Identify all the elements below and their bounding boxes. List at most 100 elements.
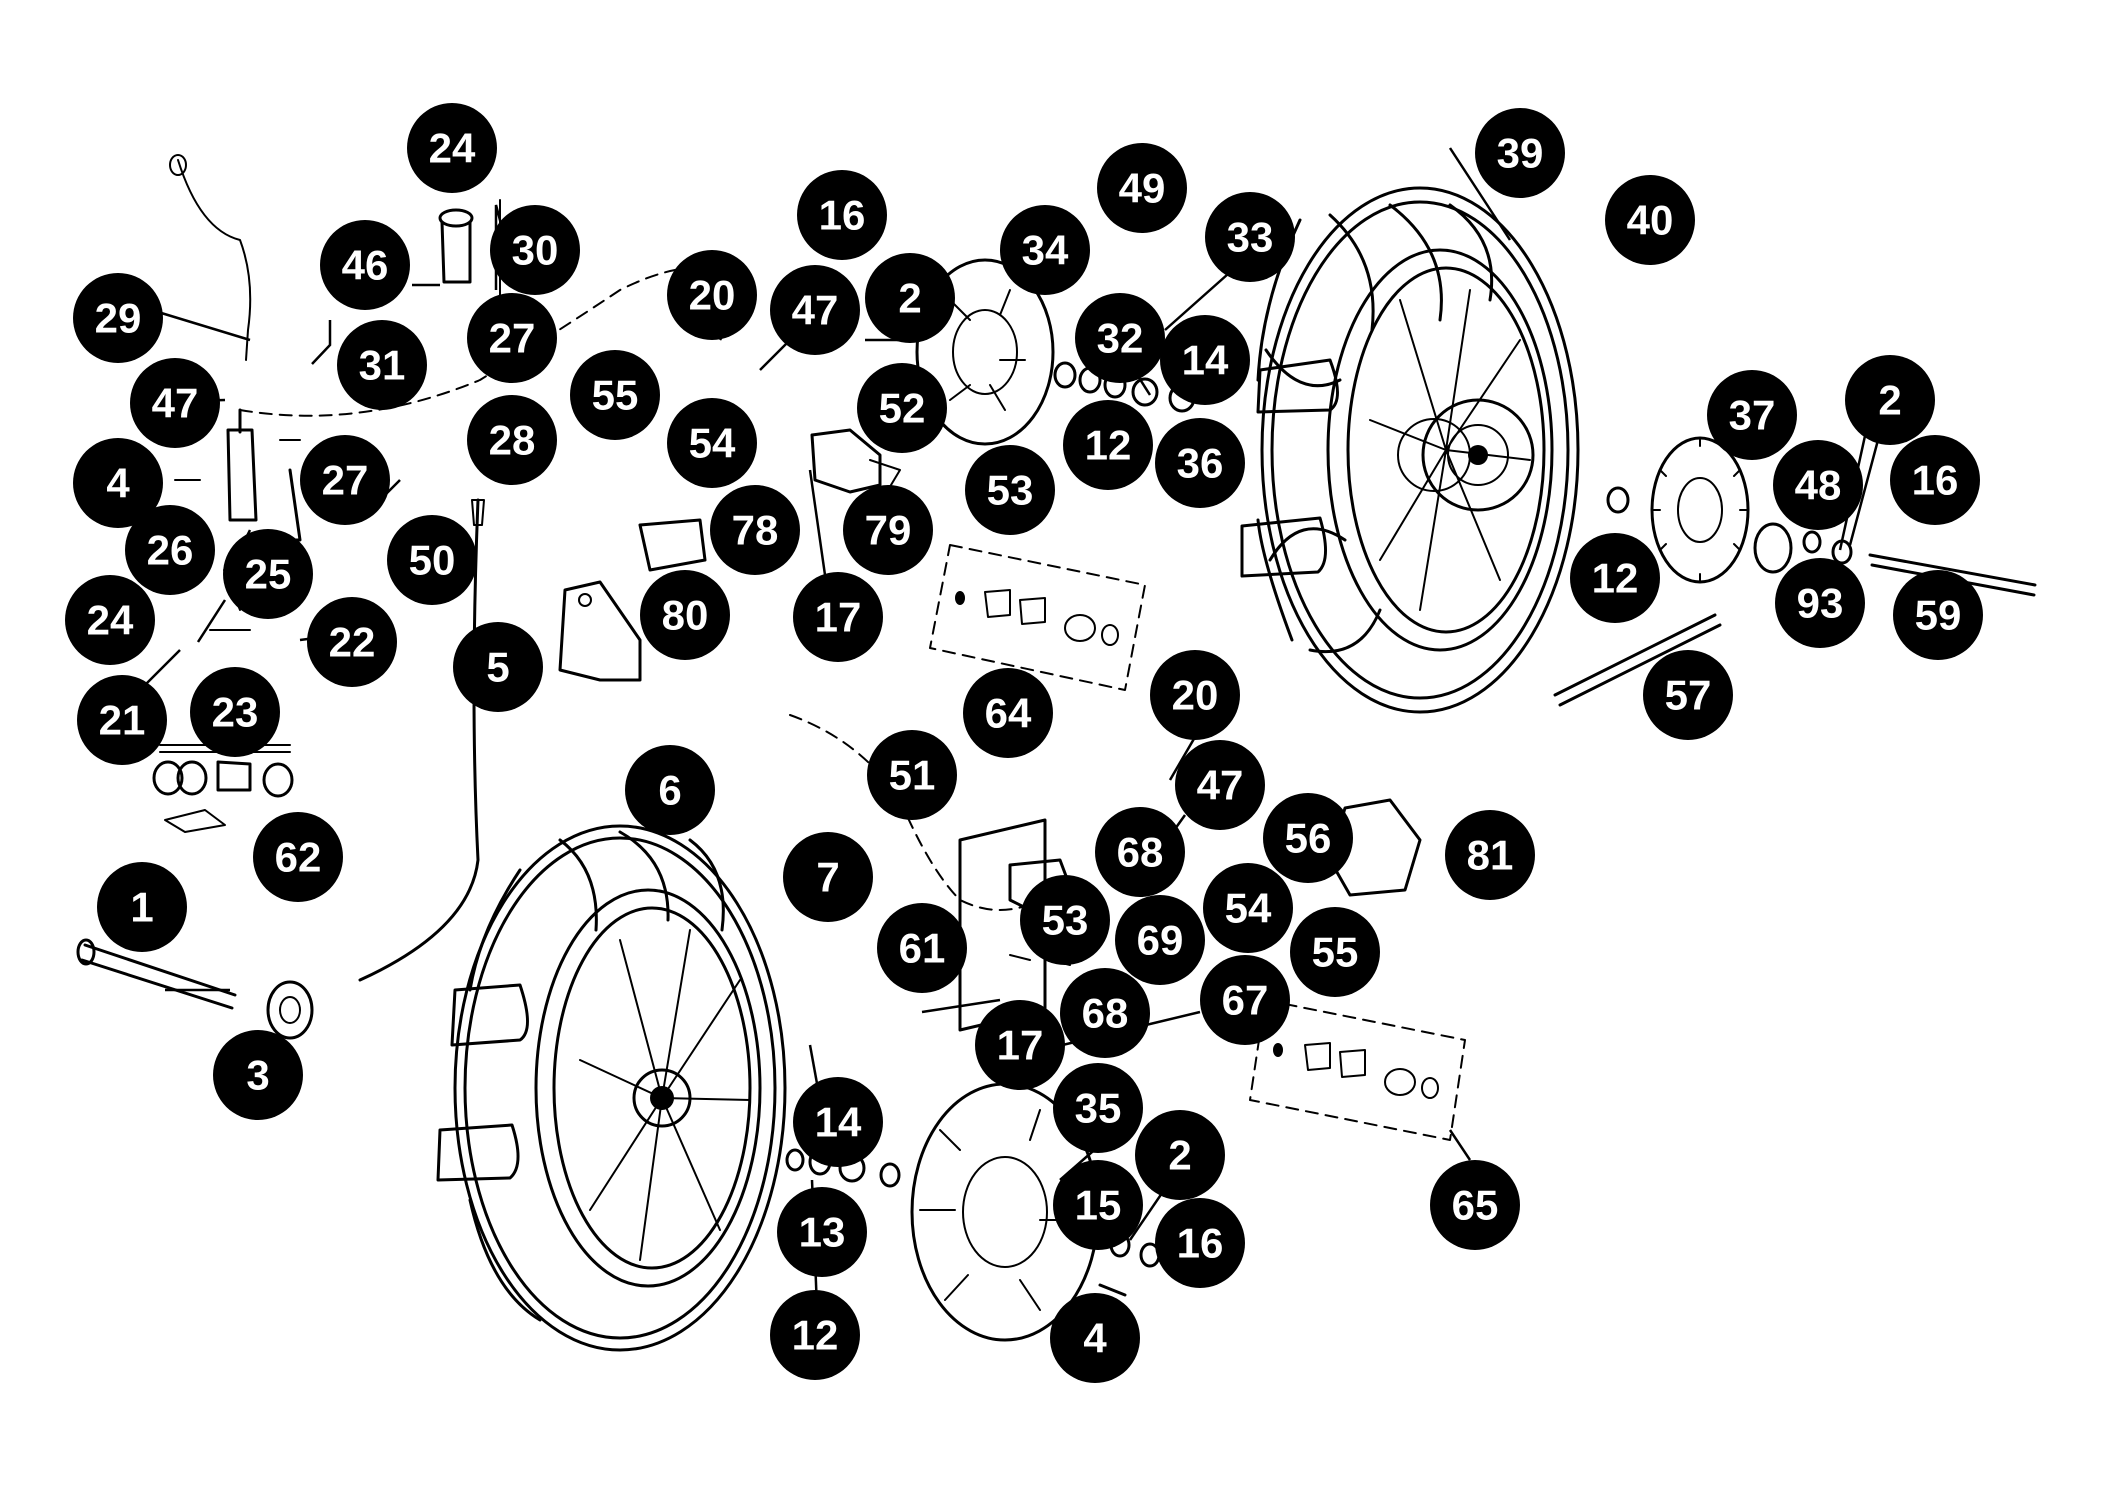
callout-48: 48 [1773, 440, 1863, 530]
svg-text:2: 2 [898, 275, 921, 322]
callout-54-top: 54 [667, 398, 757, 488]
rear-sprocket [1650, 436, 1750, 584]
callout-25: 25 [223, 529, 313, 619]
callout-17-bottom: 17 [975, 1000, 1065, 1090]
svg-text:16: 16 [819, 192, 866, 239]
svg-text:29: 29 [95, 295, 142, 342]
svg-text:54: 54 [1225, 885, 1272, 932]
callout-53-top: 53 [965, 445, 1055, 535]
svg-text:48: 48 [1795, 462, 1842, 509]
callout-17-top: 17 [793, 572, 883, 662]
svg-text:4: 4 [106, 460, 130, 507]
svg-text:57: 57 [1665, 672, 1712, 719]
callout-26: 26 [125, 505, 215, 595]
callout-22: 22 [307, 597, 397, 687]
svg-text:26: 26 [147, 527, 194, 574]
callout-34: 34 [1000, 205, 1090, 295]
callout-13: 13 [777, 1187, 867, 1277]
callout-47-left: 47 [130, 358, 220, 448]
svg-text:2: 2 [1168, 1132, 1191, 1179]
front-wheel [436, 824, 787, 1352]
svg-text:27: 27 [322, 457, 369, 504]
callout-33: 33 [1205, 192, 1295, 282]
svg-text:13: 13 [799, 1209, 846, 1256]
svg-text:51: 51 [889, 752, 936, 799]
svg-text:55: 55 [1312, 929, 1359, 976]
callout-46: 46 [320, 220, 410, 310]
svg-text:80: 80 [662, 592, 709, 639]
svg-text:36: 36 [1177, 440, 1224, 487]
callout-12-top: 12 [1063, 400, 1153, 490]
callout-37: 37 [1707, 370, 1797, 460]
callout-67: 67 [1200, 955, 1290, 1045]
svg-text:33: 33 [1227, 214, 1274, 261]
svg-text:25: 25 [245, 551, 292, 598]
callout-15: 15 [1053, 1160, 1143, 1250]
callout-27-top: 27 [467, 293, 557, 383]
callout-2-bottom: 2 [1135, 1110, 1225, 1200]
callout-20-bottom: 20 [1150, 650, 1240, 740]
callout-62: 62 [253, 812, 343, 902]
svg-text:53: 53 [1042, 897, 1089, 944]
callout-80: 80 [640, 570, 730, 660]
callout-7: 7 [783, 832, 873, 922]
svg-text:49: 49 [1119, 165, 1166, 212]
callout-4-bottom: 4 [1050, 1293, 1140, 1383]
callout-40: 40 [1605, 175, 1695, 265]
callout-39: 39 [1475, 108, 1565, 198]
callout-81: 81 [1445, 810, 1535, 900]
svg-text:7: 7 [816, 854, 839, 901]
callout-16-top: 16 [797, 170, 887, 260]
callout-29: 29 [73, 273, 163, 363]
callout-31: 31 [337, 320, 427, 410]
svg-text:62: 62 [275, 834, 322, 881]
svg-text:15: 15 [1075, 1182, 1122, 1229]
callout-4-left: 4 [73, 438, 163, 528]
svg-text:17: 17 [815, 594, 862, 641]
callout-12-bottom: 12 [770, 1290, 860, 1380]
callout-47-top: 47 [770, 265, 860, 355]
callout-52: 52 [857, 363, 947, 453]
front-pad-kit [1249, 999, 1466, 1141]
svg-text:28: 28 [489, 417, 536, 464]
svg-text:68: 68 [1082, 990, 1129, 1037]
svg-text:40: 40 [1627, 197, 1674, 244]
svg-text:14: 14 [1182, 337, 1229, 384]
callout-68-top: 68 [1095, 807, 1185, 897]
svg-text:12: 12 [1085, 422, 1132, 469]
callout-55-bottom: 55 [1290, 907, 1380, 997]
svg-text:47: 47 [792, 287, 839, 334]
callout-59: 59 [1893, 570, 1983, 660]
svg-text:23: 23 [212, 689, 259, 736]
svg-text:31: 31 [359, 342, 406, 389]
svg-text:35: 35 [1075, 1085, 1122, 1132]
callout-12-right: 12 [1570, 533, 1660, 623]
callout-3: 3 [213, 1030, 303, 1120]
callout-24-left: 24 [65, 575, 155, 665]
callout-2-top: 2 [865, 253, 955, 343]
drive-chain [1553, 613, 1722, 707]
callout-65: 65 [1430, 1160, 1520, 1250]
callout-69: 69 [1115, 895, 1205, 985]
svg-text:16: 16 [1177, 1220, 1224, 1267]
front-axle [76, 938, 237, 1010]
callout-1: 1 [97, 862, 187, 952]
callout-64: 64 [963, 668, 1053, 758]
svg-text:81: 81 [1467, 832, 1514, 879]
callout-6: 6 [625, 745, 715, 835]
speedometer-drive [266, 980, 314, 1040]
svg-text:56: 56 [1285, 815, 1332, 862]
callout-24-top: 24 [407, 103, 497, 193]
svg-text:46: 46 [342, 242, 389, 289]
svg-text:32: 32 [1097, 315, 1144, 362]
callout-14-bottom: 14 [793, 1077, 883, 1167]
svg-text:53: 53 [987, 467, 1034, 514]
callout-32: 32 [1075, 293, 1165, 383]
svg-text:61: 61 [899, 925, 946, 972]
svg-text:2: 2 [1878, 377, 1901, 424]
callout-28: 28 [467, 395, 557, 485]
svg-text:50: 50 [409, 537, 456, 584]
svg-text:34: 34 [1022, 227, 1069, 274]
callout-54-bottom: 54 [1203, 863, 1293, 953]
